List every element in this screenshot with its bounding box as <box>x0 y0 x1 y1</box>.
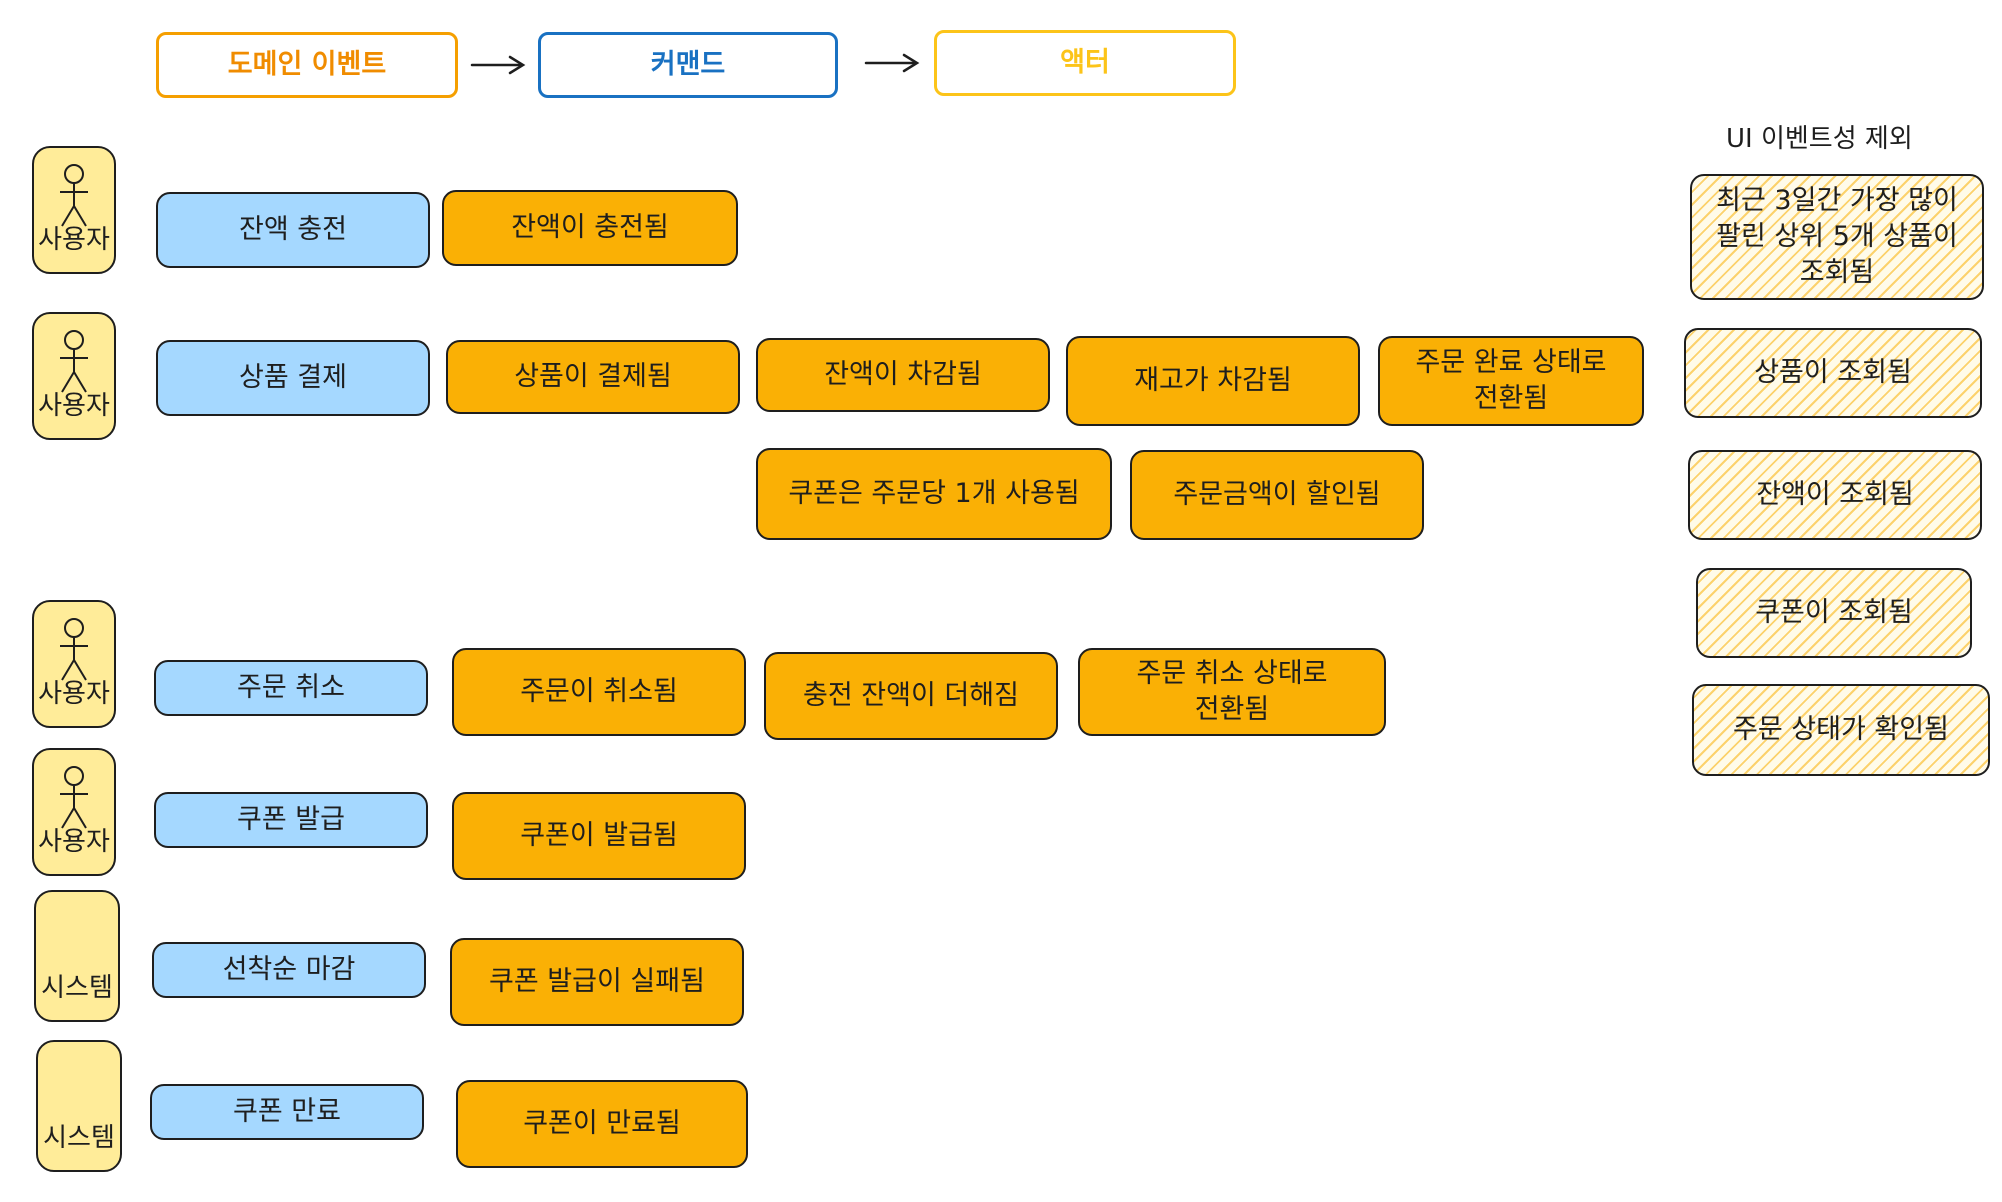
event-product-paid: 상품이 결제됨 <box>446 340 740 414</box>
command-closing: 선착순 마감 <box>152 942 426 998</box>
actor-label: 시스템 <box>41 973 113 1004</box>
actor-user-payment: 사용자 <box>32 312 116 440</box>
actor-label: 사용자 <box>38 679 110 710</box>
event-order-discounted: 주문금액이 할인됨 <box>1130 450 1424 540</box>
ui-section-title: UI 이벤트성 제외 <box>1726 124 1913 154</box>
event-balance-charged: 잔액이 충전됨 <box>442 190 738 266</box>
person-icon <box>60 618 88 681</box>
ui-event-product-viewed: 상품이 조회됨 <box>1684 328 1982 418</box>
command-cancel: 주문 취소 <box>154 660 428 716</box>
person-icon <box>60 164 88 227</box>
command-expire: 쿠폰 만료 <box>150 1084 424 1140</box>
ui-event-order-status-checked: 주문 상태가 확인됨 <box>1692 684 1990 776</box>
event-coupon-used: 쿠폰은 주문당 1개 사용됨 <box>756 448 1112 540</box>
command-charge: 잔액 충전 <box>156 192 430 268</box>
person-icon <box>60 330 88 393</box>
event-order-cancelled: 주문이 취소됨 <box>452 648 746 736</box>
event-balance-deducted: 잔액이 차감됨 <box>756 338 1050 412</box>
legend-domain-event: 도메인 이벤트 <box>156 32 458 98</box>
legend-actor: 액터 <box>934 30 1236 96</box>
event-coupon-expired: 쿠폰이 만료됨 <box>456 1080 748 1168</box>
ui-event-coupon-viewed: 쿠폰이 조회됨 <box>1696 568 1972 658</box>
event-balance-restored: 충전 잔액이 더해짐 <box>764 652 1058 740</box>
ui-event-top-products: 최근 3일간 가장 많이 팔린 상위 5개 상품이 조회됨 <box>1690 174 1984 300</box>
actor-label: 시스템 <box>43 1123 115 1154</box>
command-payment: 상품 결제 <box>156 340 430 416</box>
actor-user-charge: 사용자 <box>32 146 116 274</box>
actor-system-closing: 시스템 <box>34 890 120 1022</box>
event-coupon-issued: 쿠폰이 발급됨 <box>452 792 746 880</box>
actor-system-expire: 시스템 <box>36 1040 122 1172</box>
event-stock-deducted: 재고가 차감됨 <box>1066 336 1360 426</box>
event-order-cancel-state: 주문 취소 상태로 전환됨 <box>1078 648 1386 736</box>
legend-command: 커맨드 <box>538 32 838 98</box>
legend-arrow-2 <box>864 53 920 73</box>
person-icon <box>60 766 88 829</box>
actor-label: 사용자 <box>38 225 110 256</box>
actor-label: 사용자 <box>38 391 110 422</box>
actor-user-coupon: 사용자 <box>32 748 116 876</box>
command-coupon-issue: 쿠폰 발급 <box>154 792 428 848</box>
legend-arrow-1 <box>470 55 526 75</box>
actor-label: 사용자 <box>38 827 110 858</box>
actor-user-cancel: 사용자 <box>32 600 116 728</box>
ui-event-balance-viewed: 잔액이 조회됨 <box>1688 450 1982 540</box>
event-order-completed: 주문 완료 상태로 전환됨 <box>1378 336 1644 426</box>
event-coupon-issue-failed: 쿠폰 발급이 실패됨 <box>450 938 744 1026</box>
